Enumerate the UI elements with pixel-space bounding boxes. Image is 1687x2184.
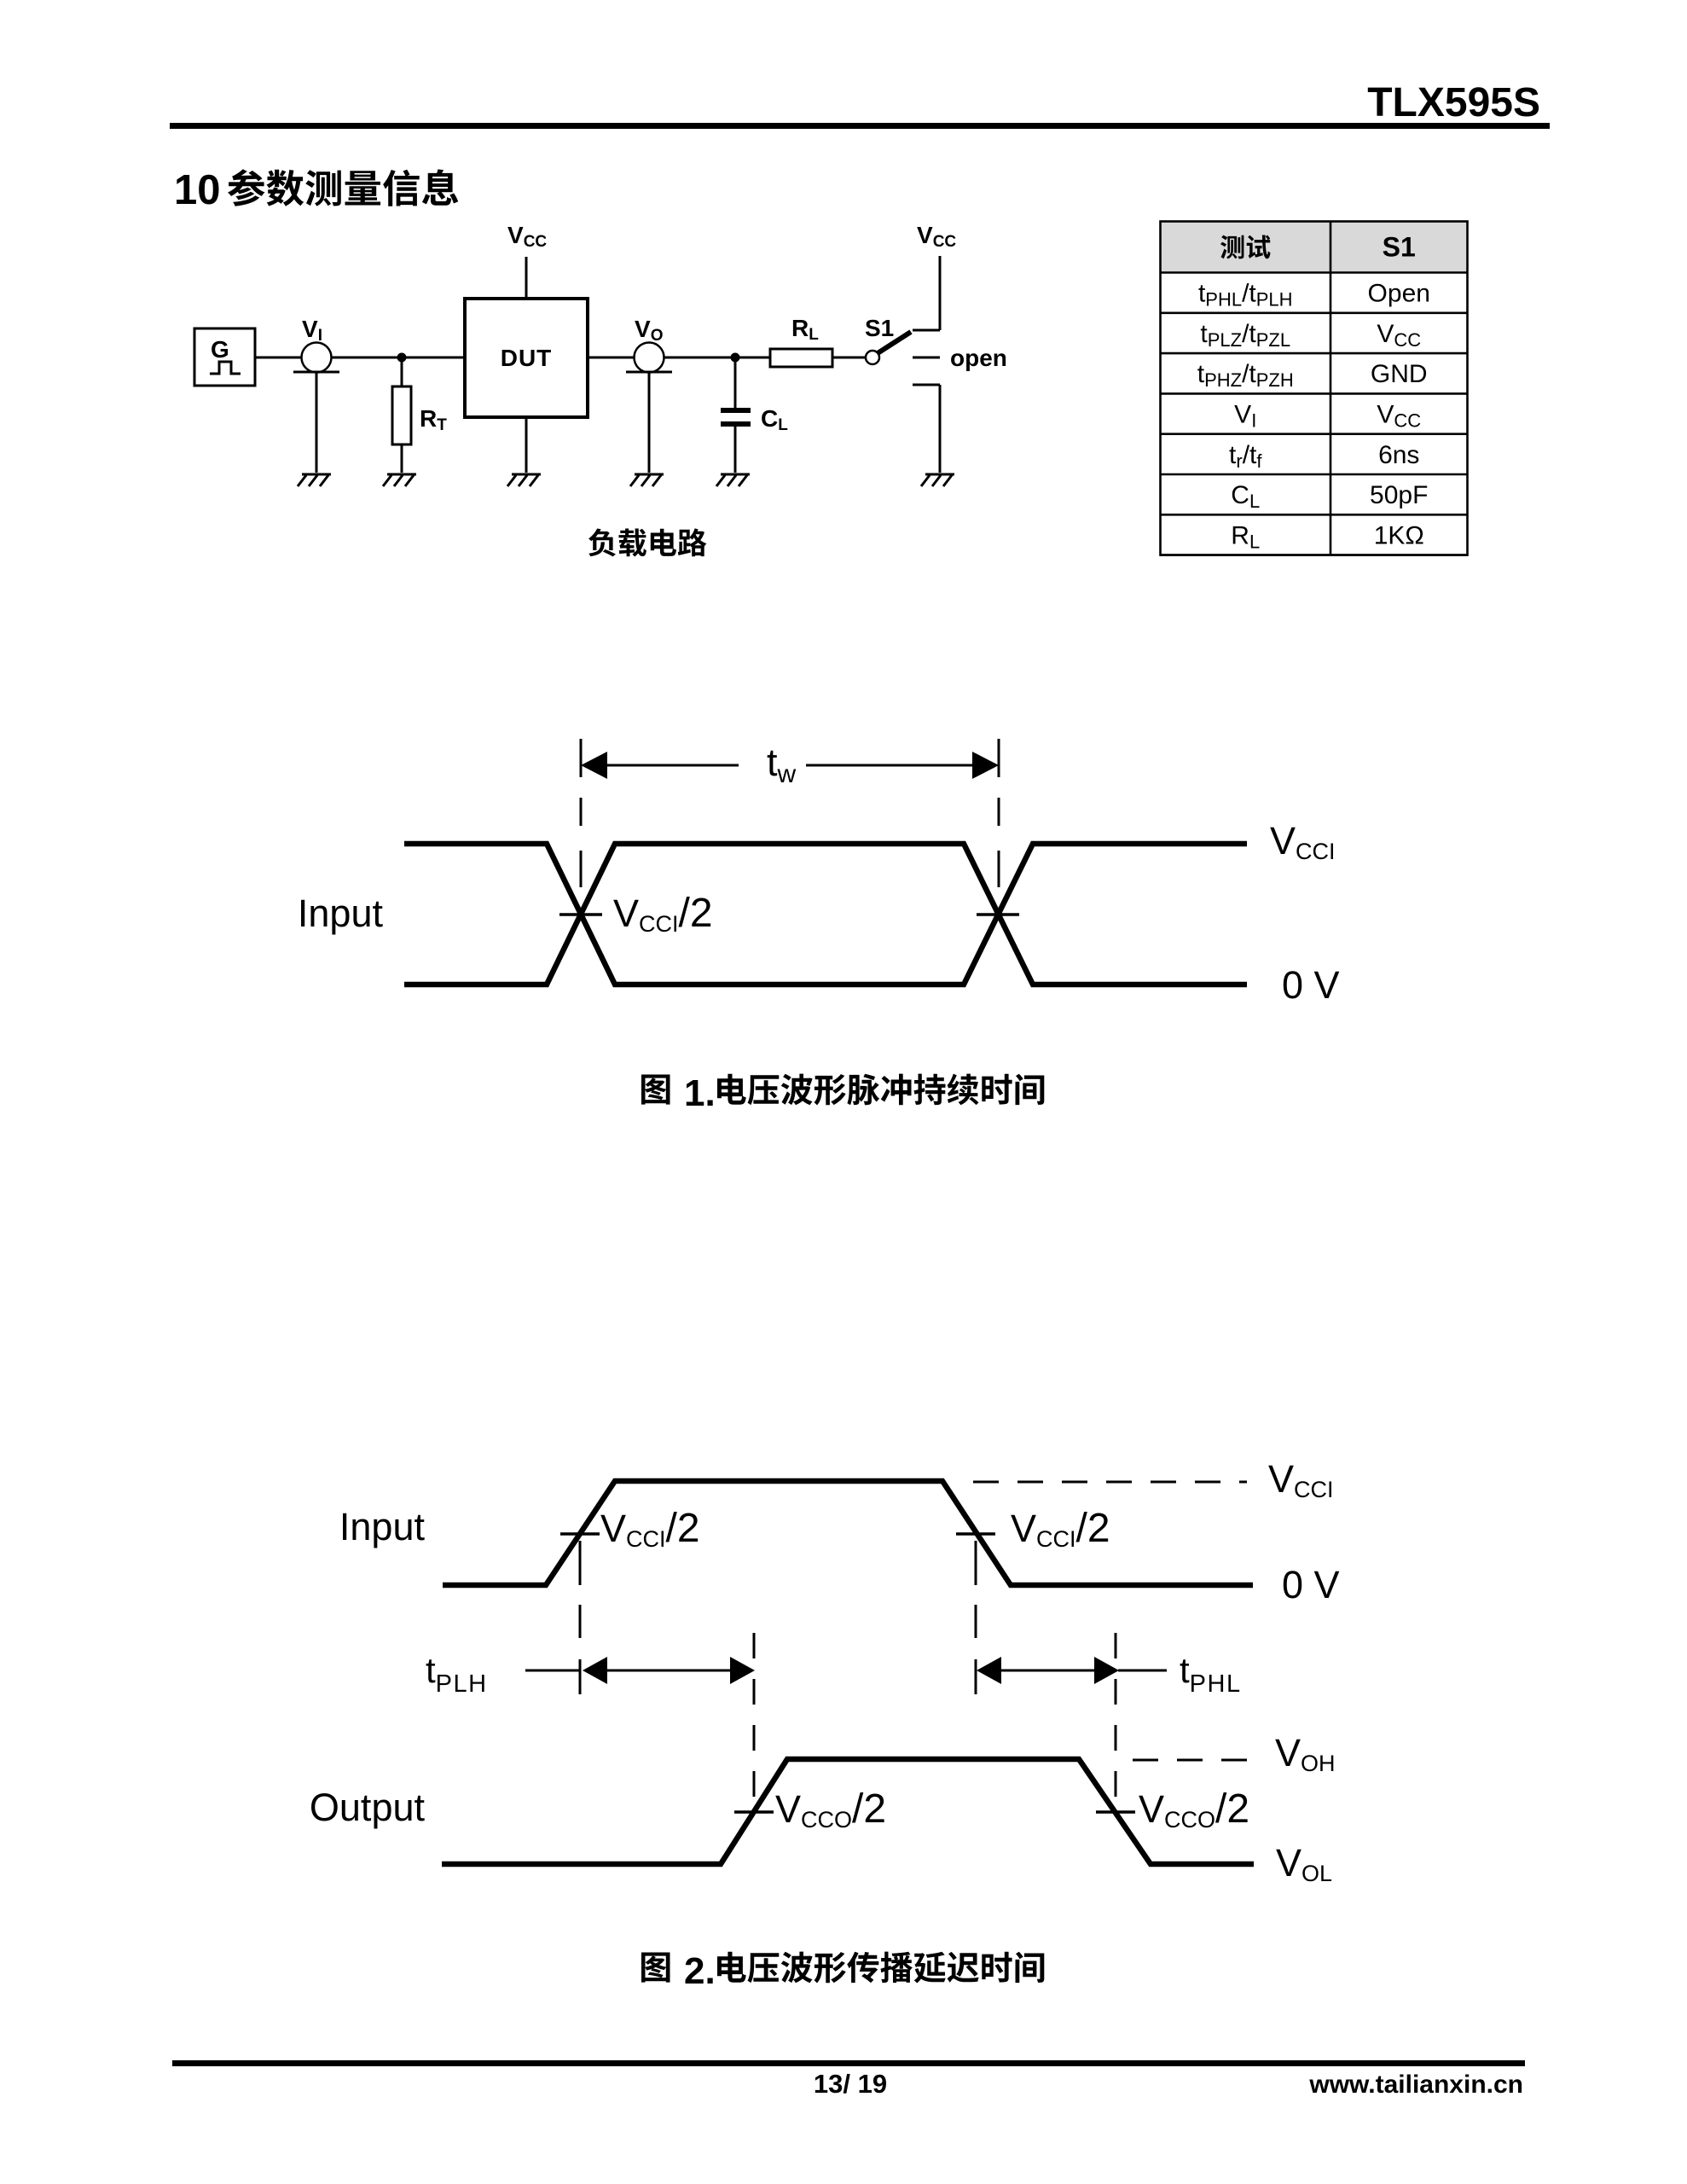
svg-text:0 V: 0 V bbox=[1282, 963, 1340, 1007]
svg-text:S1: S1 bbox=[865, 315, 894, 341]
svg-text:VCCI/2: VCCI/2 bbox=[613, 891, 713, 937]
svg-text:DUT: DUT bbox=[501, 345, 553, 371]
svg-text:TLX595S: TLX595S bbox=[1367, 80, 1540, 125]
svg-text:S1: S1 bbox=[1383, 232, 1416, 263]
svg-text:Output: Output bbox=[310, 1786, 426, 1829]
svg-text:GND: GND bbox=[1371, 360, 1428, 388]
svg-text:VCC: VCC bbox=[507, 222, 547, 251]
svg-text:2.: 2. bbox=[684, 1950, 716, 1992]
svg-text:open: open bbox=[950, 345, 1007, 371]
svg-text:VI: VI bbox=[302, 316, 322, 345]
svg-text:CL: CL bbox=[1231, 481, 1260, 512]
svg-text:www.tailianxin.cn: www.tailianxin.cn bbox=[1308, 2071, 1523, 2099]
svg-text:Input: Input bbox=[298, 892, 384, 935]
svg-text:VI: VI bbox=[1234, 401, 1256, 432]
svg-text:VCCO/2: VCCO/2 bbox=[1139, 1786, 1249, 1833]
svg-text:G: G bbox=[211, 336, 229, 363]
svg-text:tr/tf: tr/tf bbox=[1229, 441, 1262, 472]
svg-text:50pF: 50pF bbox=[1370, 481, 1428, 509]
svg-text:Open: Open bbox=[1368, 280, 1430, 308]
svg-text:10: 10 bbox=[174, 167, 221, 213]
svg-text:1KΩ: 1KΩ bbox=[1374, 521, 1424, 549]
svg-text:6ns: 6ns bbox=[1378, 441, 1419, 469]
svg-text:VOL: VOL bbox=[1276, 1841, 1332, 1886]
svg-text:0 V: 0 V bbox=[1282, 1563, 1340, 1606]
svg-text:RL: RL bbox=[791, 315, 819, 344]
svg-text:13/ 19: 13/ 19 bbox=[814, 2069, 887, 2099]
svg-text:VCCI/2: VCCI/2 bbox=[600, 1506, 700, 1552]
svg-text:1.: 1. bbox=[684, 1072, 716, 1114]
svg-text:Input: Input bbox=[339, 1505, 426, 1548]
